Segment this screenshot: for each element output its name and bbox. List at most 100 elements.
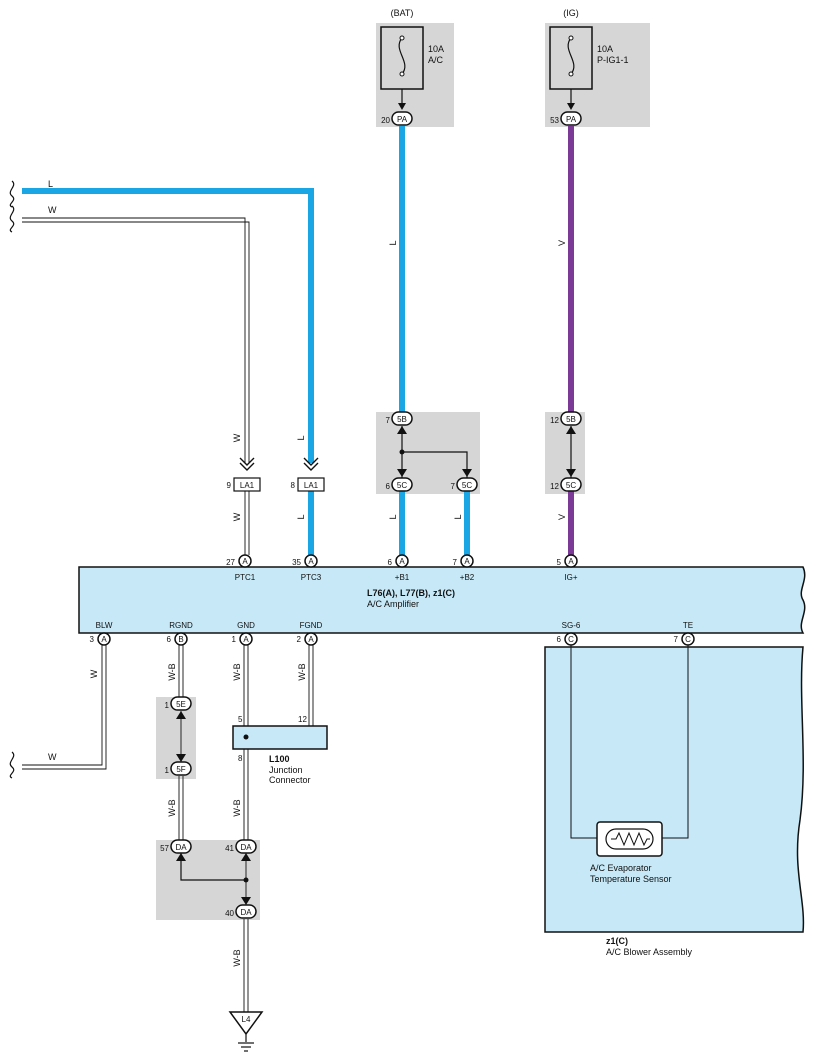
da-junction-wire <box>180 853 246 881</box>
j5b-b-pin: 12 <box>550 416 559 425</box>
wire-label-b2: L <box>453 514 463 519</box>
ig-fuse-rating: 10A <box>597 44 613 54</box>
da41-connector <box>235 839 257 854</box>
j5c-a-pin: 6 <box>386 482 391 491</box>
blower-id: z1(C) <box>606 936 628 946</box>
l100-pin-out: 8 <box>238 754 243 763</box>
amp-top-pin: 6 A +B1 <box>388 554 410 582</box>
j5c-b-connector <box>456 477 478 492</box>
thermistor-icon <box>596 821 663 857</box>
bat-fuse-rating: 10A <box>428 44 444 54</box>
j5b-b-label: 5B <box>566 415 576 424</box>
junction-splice-dot <box>243 877 249 883</box>
j5f-pin: 1 <box>165 766 170 775</box>
junction-splice-dot <box>243 734 249 740</box>
wire-label-rgnd-top: W-B <box>167 663 177 680</box>
wire-wb-rgnd <box>178 645 184 840</box>
j5e-label: 5E <box>176 700 186 709</box>
j5f-connector <box>170 761 192 776</box>
amp-top-pin: 5 A IG+ <box>557 554 578 582</box>
break-icon-w <box>9 205 15 233</box>
amp-bottom-pin-name: BLW <box>96 621 113 630</box>
amp-bottom-pin-name: TE <box>683 621 693 630</box>
wire-label-bat-run: L <box>388 240 398 245</box>
sensor-name-line2: Temperature Sensor <box>590 874 672 884</box>
wire-label-gnd-top: W-B <box>232 663 242 680</box>
la1-b-pin: 8 <box>291 481 296 490</box>
j5c-b-pin: 7 <box>451 482 456 491</box>
svg-text:A: A <box>568 557 574 566</box>
wire-label-w-in: W <box>48 205 57 215</box>
svg-text:2: 2 <box>297 635 302 644</box>
wire-label-ground-run: W-B <box>232 949 242 966</box>
svg-text:B: B <box>178 635 183 644</box>
amp-bottom-pin-name: RGND <box>169 621 193 630</box>
amp-bottom-pin-name: SG-6 <box>562 621 581 630</box>
bat-pa-pin: 20 <box>381 116 390 125</box>
wire-l-ptc3 <box>22 188 314 463</box>
bat-fuse-block <box>376 23 454 127</box>
la1-b-label: LA1 <box>304 481 319 490</box>
svg-text:A: A <box>399 557 405 566</box>
svg-text:PTC1: PTC1 <box>235 573 256 582</box>
svg-text:C: C <box>685 635 691 644</box>
wire-label-l-la1: L <box>296 514 306 519</box>
arrow-up-icon <box>176 711 186 719</box>
svg-text:A: A <box>308 557 314 566</box>
j5c-c-label: 5C <box>566 481 576 490</box>
svg-text:3: 3 <box>90 635 95 644</box>
arrow-up-icon <box>566 426 576 434</box>
amp-bottom-pin: 7 C <box>674 632 695 646</box>
amp-bottom-pin: 2 A <box>297 632 318 646</box>
chevron-down-icon <box>239 457 319 471</box>
wire-label-blw-out: W <box>48 752 57 762</box>
wire-label-w-vert: W <box>232 433 242 442</box>
da40-pin: 40 <box>225 909 234 918</box>
ig-supply-label: (IG) <box>563 8 579 18</box>
wire-label-ig-low: V <box>557 514 567 520</box>
l100-junction-connector <box>232 725 328 750</box>
ig-fuse-block <box>545 23 650 127</box>
ig-fuse-icon <box>549 26 593 110</box>
da40-label: DA <box>240 908 252 917</box>
amp-top-pin: 7 A +B2 <box>453 554 475 582</box>
ig-pa-label: PA <box>566 115 577 124</box>
l100-name-line2: Connector <box>269 775 311 785</box>
svg-text:35: 35 <box>292 558 301 567</box>
amp-bottom-pin: 6 C <box>557 632 578 646</box>
svg-text:A: A <box>243 635 249 644</box>
svg-text:1: 1 <box>232 635 237 644</box>
wire-w-blw <box>22 645 107 770</box>
da57-label: DA <box>175 843 187 852</box>
j5f-label: 5F <box>176 765 185 774</box>
arrow-up-icon <box>397 426 407 434</box>
wire-label-fgnd-top: W-B <box>297 663 307 680</box>
ig-fuse-name: P-IG1-1 <box>597 55 629 65</box>
da41-pin: 41 <box>225 844 234 853</box>
svg-text:27: 27 <box>226 558 235 567</box>
ground-id: L4 <box>242 1015 251 1024</box>
da40-connector <box>235 904 257 919</box>
ground-icon <box>238 1034 254 1052</box>
ground-point-icon <box>228 1011 264 1036</box>
amp-top-pin: 27 A PTC1 <box>226 554 256 582</box>
svg-text:6: 6 <box>388 558 393 567</box>
ac-amplifier <box>78 566 806 634</box>
svg-text:A: A <box>101 635 107 644</box>
ig-pa-connector <box>560 111 582 126</box>
j5c-a-label: 5C <box>397 481 407 490</box>
j5c-a-connector <box>391 477 413 492</box>
ac-blower-assembly <box>544 646 805 933</box>
svg-text:6: 6 <box>557 635 562 644</box>
amp-bottom-pin-name: FGND <box>300 621 323 630</box>
la1-a-pin: 9 <box>227 481 232 490</box>
j5b-a-pin: 7 <box>386 416 391 425</box>
da57-connector <box>170 839 192 854</box>
arrow-up-icon <box>176 853 186 861</box>
wire-w-ptc1 <box>22 217 250 555</box>
wire-label-b1: L <box>388 514 398 519</box>
la1-a-connector <box>233 477 261 492</box>
l100-pin-fgnd: 12 <box>298 715 307 724</box>
amplifier-subtitle: A/C Amplifier <box>367 599 419 609</box>
